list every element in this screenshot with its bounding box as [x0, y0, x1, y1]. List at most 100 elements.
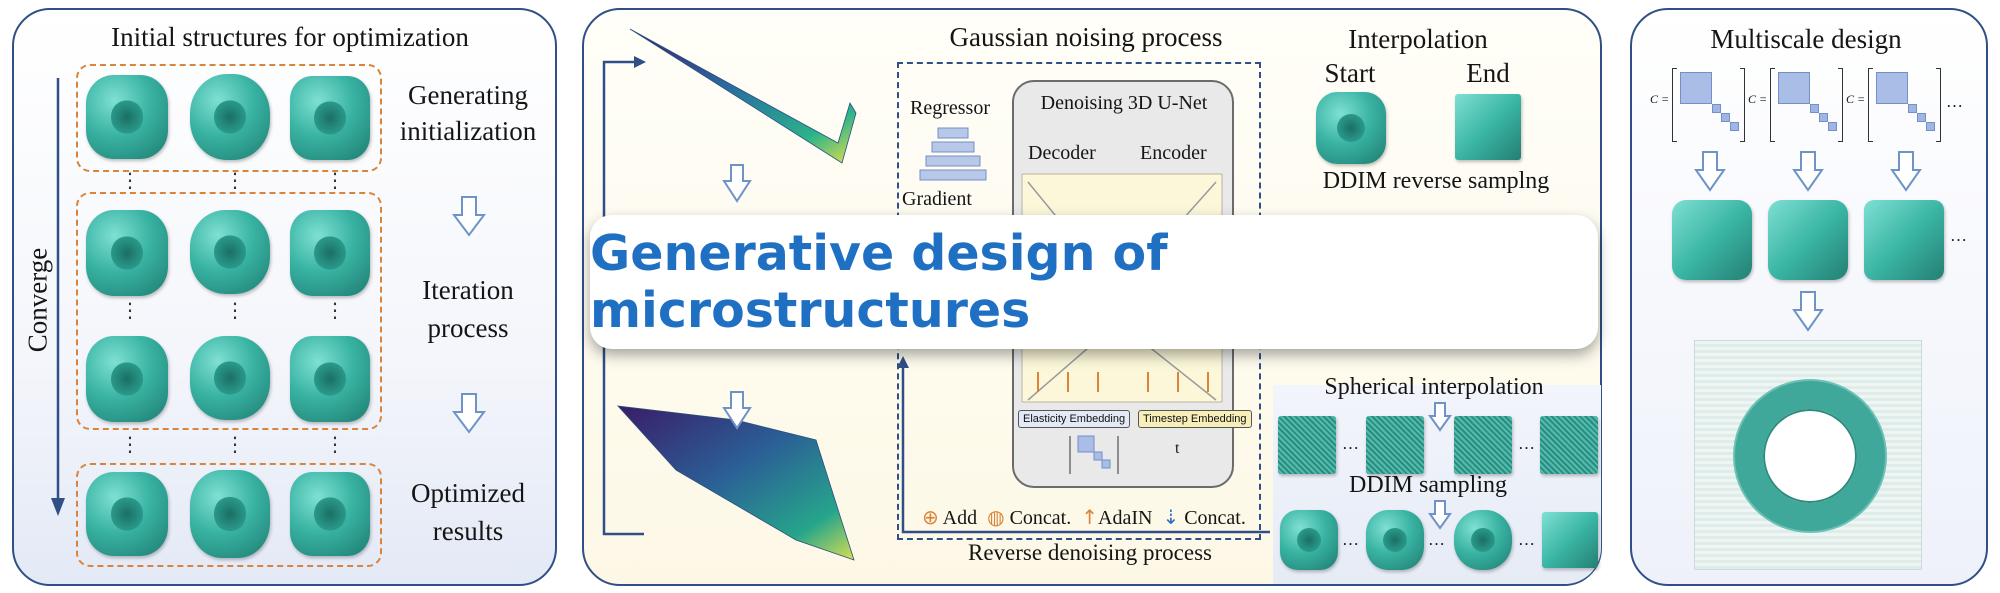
ddim-reverse-label: DDIM reverse samplng	[1322, 168, 1550, 194]
gradient-label: Gradient	[902, 188, 972, 210]
structure-opt-2	[190, 470, 270, 558]
dots-2c: ⋮	[325, 298, 345, 322]
down-arrow-icon	[1792, 151, 1824, 192]
down-arrow-icon	[452, 393, 486, 434]
multiscale-ring-design	[1694, 340, 1922, 570]
legend-concat: Concat.	[1009, 507, 1072, 529]
down-arrow-icon	[1428, 500, 1452, 530]
encoder-label: Encoder	[1140, 142, 1207, 164]
down-arrow-icon	[722, 164, 752, 203]
down-arrow-icon	[452, 196, 486, 237]
structure-iter-2	[190, 210, 270, 294]
interp-structure-3	[1454, 510, 1512, 570]
structure-iter-4	[86, 336, 168, 422]
regressor-label: Regressor	[910, 97, 990, 119]
dots-2b: ⋮	[225, 298, 245, 322]
structure-init-3	[290, 76, 370, 160]
generating-label-2: initialization	[399, 116, 537, 146]
property-surface-top	[629, 28, 857, 164]
optimized-label-1: Optimized	[411, 478, 525, 508]
noise-cube-2	[1366, 416, 1424, 474]
dots-1a: ⋮	[120, 168, 140, 192]
legend-add: Add	[942, 507, 978, 529]
noise-cube-1	[1278, 416, 1336, 474]
decoder-label: Decoder	[1028, 142, 1096, 164]
legend-concat-2: Concat.	[1184, 507, 1246, 529]
reverse-process-arrow	[897, 356, 1270, 534]
matrix-bracket	[1868, 68, 1873, 142]
matrix-block-3	[1876, 72, 1908, 104]
end-structure	[1455, 94, 1521, 160]
ellipsis: …	[1342, 434, 1359, 453]
structure-init-1	[86, 75, 168, 159]
timestep-embedding: Timestep Embedding	[1138, 410, 1252, 428]
matrix-bracket	[1672, 68, 1677, 142]
initial-structures-title: Initial structures for optimization	[111, 22, 469, 52]
add-icon: ⊕	[922, 505, 939, 529]
banner-title: Generative design of microstructures	[590, 225, 1168, 339]
dots-3a: ⋮	[120, 432, 140, 456]
interp-structure-2	[1366, 510, 1424, 570]
ring-structure	[1735, 381, 1885, 531]
matrix-bracket	[1936, 68, 1941, 142]
adain-arrow-icon: ↑	[1081, 505, 1098, 529]
end-label: End	[1466, 58, 1510, 88]
ellipsis: …	[1950, 226, 1967, 245]
c-label-2: C =	[1748, 92, 1768, 106]
ellipsis: …	[1946, 92, 1963, 111]
start-structure	[1316, 92, 1386, 164]
matrix-step	[1819, 113, 1828, 122]
ellipsis: …	[1518, 530, 1535, 549]
dots-1c: ⋮	[325, 168, 345, 192]
matrix-step	[1908, 104, 1917, 113]
title-banner: Generative design of microstructures	[590, 215, 1598, 349]
matrix-bracket	[1838, 68, 1843, 142]
optimized-box	[76, 463, 382, 567]
start-label: Start	[1324, 58, 1376, 88]
dots-2a: ⋮	[120, 298, 140, 322]
structure-iter-6	[290, 336, 370, 422]
initialization-box	[76, 64, 382, 172]
interpolation-title: Interpolation	[1348, 24, 1488, 54]
converge-label: Converge	[22, 247, 53, 353]
interp-structure-1	[1280, 510, 1338, 570]
noise-cube-3	[1454, 416, 1512, 474]
unet-title: Denoising 3D U-Net	[1040, 92, 1208, 114]
converge-arrow	[51, 78, 65, 516]
iteration-box	[76, 192, 382, 430]
iteration-label-2: process	[427, 313, 509, 343]
matrix-block-1	[1680, 72, 1712, 104]
matrix-step	[1712, 104, 1721, 113]
c-label-1: C =	[1650, 92, 1670, 106]
spherical-interpolation-label: Spherical interpolation	[1324, 374, 1544, 400]
c-label-3: C =	[1846, 92, 1866, 106]
dots-3c: ⋮	[325, 432, 345, 456]
legend: ⊕ Add ◍ Concat. ↑AdaIN ⇣ Concat.	[922, 505, 1246, 530]
structure-iter-1	[86, 210, 168, 296]
structure-opt-3	[290, 472, 370, 556]
down-arrow-icon	[1694, 151, 1726, 192]
concat-icon: ◍	[987, 505, 1005, 529]
elasticity-embedding: Elasticity Embedding	[1018, 410, 1131, 428]
multiscale-structure-3	[1864, 200, 1944, 280]
optimized-label-2: results	[432, 516, 504, 546]
ddim-sampling-label: DDIM sampling	[1349, 472, 1507, 498]
matrix-step	[1721, 113, 1730, 122]
ellipsis: …	[1428, 530, 1445, 549]
down-arrow-icon	[1428, 402, 1452, 432]
multiscale-structure-2	[1768, 200, 1848, 280]
noise-cube-4	[1540, 416, 1598, 474]
matrix-step	[1828, 122, 1837, 131]
matrix-bracket	[1770, 68, 1775, 142]
matrix-step	[1810, 104, 1819, 113]
structure-opt-1	[86, 472, 168, 556]
concat-arrow-icon: ⇣	[1162, 505, 1180, 529]
interp-structure-4	[1542, 512, 1598, 568]
multiscale-structure-1	[1672, 200, 1752, 280]
multiscale-title: Multiscale design	[1710, 24, 1902, 54]
down-arrow-icon	[1792, 291, 1824, 332]
matrix-bracket	[1740, 68, 1745, 142]
dots-3b: ⋮	[225, 432, 245, 456]
matrix-step	[1730, 122, 1739, 131]
elasticity-matrix-icon	[1069, 435, 1119, 474]
